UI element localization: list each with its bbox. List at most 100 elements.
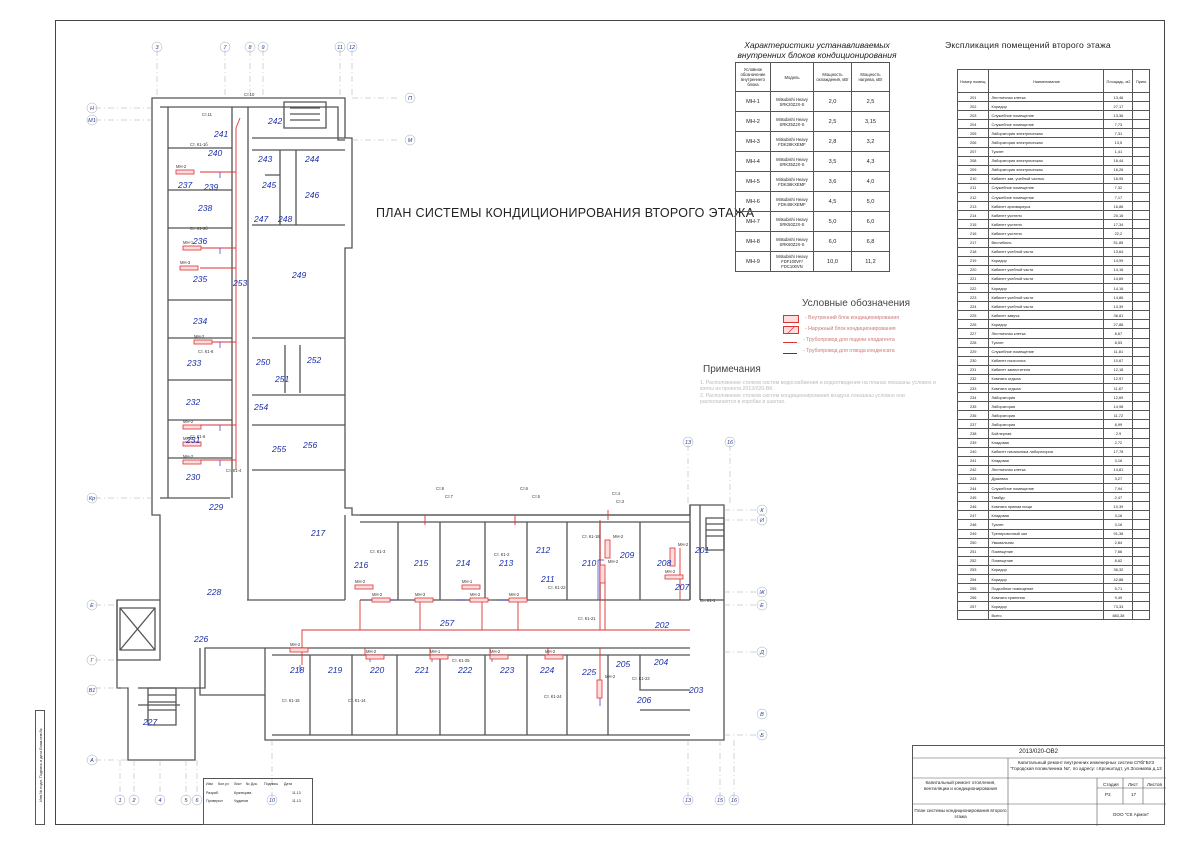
legend-title: Условные обозначения xyxy=(802,298,911,309)
room-note xyxy=(1132,137,1151,148)
room-area: 7,73 xyxy=(1103,119,1134,130)
axis-bubble xyxy=(86,684,98,696)
room-number-label: 249 xyxy=(291,270,306,280)
room-note xyxy=(1132,592,1151,603)
room-number: 219 xyxy=(956,255,990,266)
ac-cell-heat: 3,2 xyxy=(851,131,890,152)
indoor-unit xyxy=(508,597,528,603)
ac-cell-model: Mitsubishi Heavy SRK20ZJX-S xyxy=(770,91,814,112)
axis-bubble xyxy=(714,794,726,806)
room-area: 7,17 xyxy=(1103,192,1134,203)
axis-bubble xyxy=(404,134,416,146)
room-number: 217 xyxy=(956,237,990,248)
legend-item-drain: - Трубопровод для отвода конденсата xyxy=(783,346,899,357)
room-note xyxy=(1132,537,1151,548)
room-number: 229 xyxy=(956,346,990,357)
indoor-unit xyxy=(429,654,449,660)
axis-label: 4 xyxy=(158,798,161,804)
riser-label: Ст. К1-1б xyxy=(190,142,208,147)
axis-bubble xyxy=(756,586,768,598)
unit-model-label: МН-2 xyxy=(176,164,187,169)
room-number-label: 235 xyxy=(192,274,207,284)
indoor-unit xyxy=(599,564,606,584)
ac-cell-id: МН-8 xyxy=(735,231,771,252)
unit-model-label: МН-2 xyxy=(366,649,377,654)
riser-label: Ст.8 xyxy=(436,486,445,491)
axis-label: 13 xyxy=(685,798,692,804)
room-name: Всего xyxy=(988,610,1105,621)
room-note xyxy=(1132,119,1151,130)
axis-bubble xyxy=(724,436,736,448)
room-name: Кабинет завуча xyxy=(988,310,1105,321)
room-name: Комната отдыха xyxy=(988,373,1105,385)
room-note xyxy=(1132,319,1151,330)
room-number-label: 205 xyxy=(615,659,630,669)
room-area: 16,44 xyxy=(1103,155,1134,166)
unit-model-label: МН-2 xyxy=(183,419,194,424)
room-area: 17,34 xyxy=(1103,219,1134,230)
room-name: Кабинет архивариуса xyxy=(988,201,1105,212)
room-name: Душевая xyxy=(988,473,1105,485)
ac-cell-heat: 3,15 xyxy=(851,111,890,132)
room-note xyxy=(1132,301,1151,312)
ac-cell-heat: 4,0 xyxy=(851,171,890,192)
axis-bubble xyxy=(756,646,768,658)
room-number-label: 241 xyxy=(213,129,228,139)
axis-bubble xyxy=(154,794,166,806)
unit-model-label: МН-2 xyxy=(194,334,205,339)
room-number: 241 xyxy=(956,455,990,466)
unit-model-label: МН-2 xyxy=(613,534,624,539)
room-number: 210 xyxy=(956,173,990,184)
refrigerant-pipes xyxy=(200,117,690,700)
room-name: Служебное помещение xyxy=(988,346,1105,357)
room-number: 239 xyxy=(956,437,990,448)
room-note xyxy=(1132,146,1151,157)
room-name: Лаборатория xyxy=(988,392,1105,403)
stamp-section: Капитальный ремонт отопления, вентиляции… xyxy=(923,780,998,791)
room-number: 250 xyxy=(956,537,990,548)
axis-label: 2 xyxy=(131,798,135,804)
ac-cell-cool: 3,5 xyxy=(813,151,852,172)
axis-bubble xyxy=(86,114,98,126)
room-area: 8,53 xyxy=(1103,337,1134,348)
ac-cell-cool: 2,8 xyxy=(813,131,852,152)
stamp-stage: Р2 xyxy=(1105,792,1111,797)
ac-header-id: Условное обозначение внутреннего блока xyxy=(735,62,771,92)
room-name: Лаборатория электрическая xyxy=(988,164,1105,175)
room-number-label: 250 xyxy=(255,357,270,367)
room-area: 3,16 xyxy=(1103,455,1134,466)
rooms-header-area: Площадь, м2 xyxy=(1103,69,1134,93)
room-name: Лаборатория электрическая xyxy=(988,128,1105,139)
ac-cell-heat: 2,5 xyxy=(851,91,890,112)
plan-title: ПЛАН СИСТЕМЫ КОНДИЦИОНИРОВАНИЯ ВТОРОГО Э… xyxy=(376,206,755,220)
room-note xyxy=(1132,219,1151,230)
room-number-label: 221 xyxy=(414,665,429,675)
indoor-unit xyxy=(175,169,195,175)
room-note xyxy=(1132,610,1151,621)
room-note xyxy=(1132,501,1151,512)
room-note xyxy=(1132,282,1151,294)
room-number: 237 xyxy=(956,419,990,430)
room-number-label: 240 xyxy=(207,148,222,158)
axis-bubble xyxy=(346,41,358,53)
indoor-unit xyxy=(182,245,202,251)
room-number-label: 204 xyxy=(653,657,668,667)
riser-label: Ст. К1-14 xyxy=(348,698,366,703)
rooms-table: Номер помещ. Наименование Площадь, м2 Пр… xyxy=(956,69,1151,621)
room-number: 254 xyxy=(956,573,990,585)
room-number: 257 xyxy=(956,601,990,612)
room-note xyxy=(1132,510,1151,521)
unit-model-label: МН-2 xyxy=(490,649,501,654)
room-number: 227 xyxy=(956,328,990,339)
room-number-label: 210 xyxy=(581,558,596,568)
room-number: 202 xyxy=(956,101,990,112)
